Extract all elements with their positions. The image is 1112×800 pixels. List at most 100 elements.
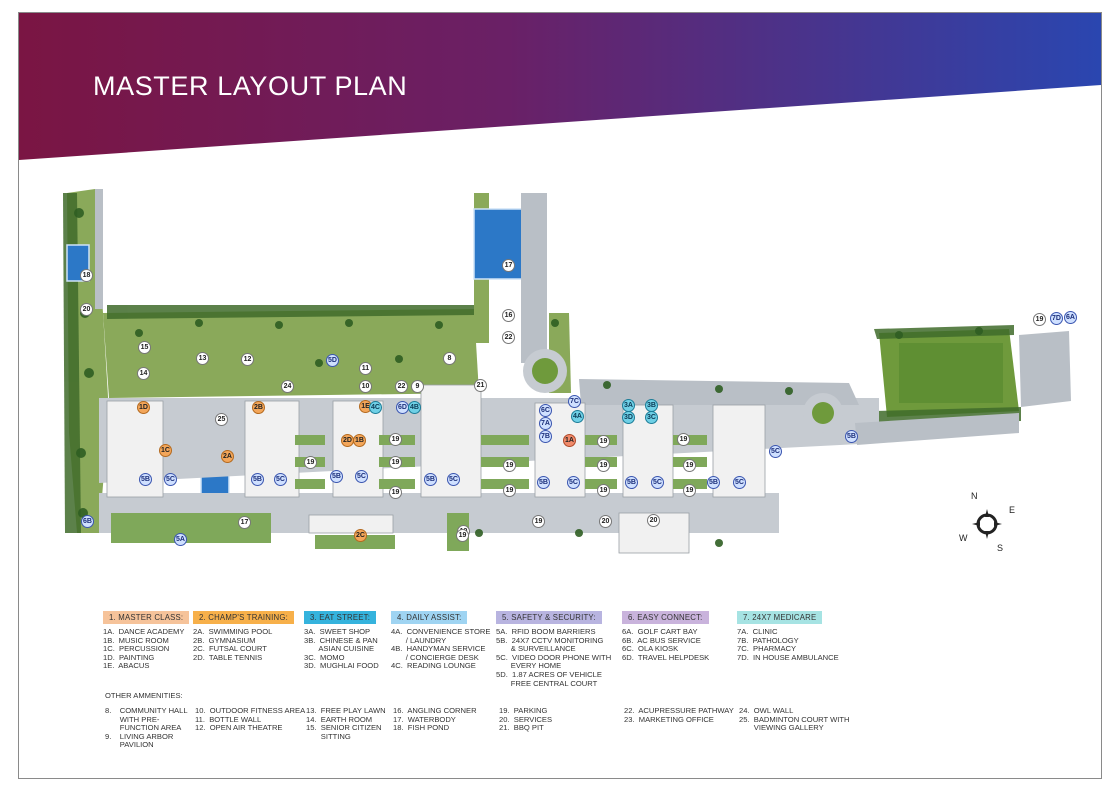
map-label-19: 19 <box>597 435 610 448</box>
other-amenity-item: 16. ANGLING CORNER <box>393 706 477 715</box>
legend-item: 1C. PERCUSSION <box>103 644 170 654</box>
other-amenity-item: 22. ACUPRESSURE PATHWAY <box>624 706 734 715</box>
legend-item: 5D. 1.87 ACRES OF VEHICLE <box>496 669 602 679</box>
map-label-7a: 7A <box>539 417 552 430</box>
legend-heading: 6. EASY CONNECT: <box>622 611 709 624</box>
map-label-3d: 3D <box>622 411 635 424</box>
legend-item: 5C. VIDEO DOOR PHONE WITH <box>496 652 612 662</box>
other-amenity-item: VIEWING GALLERY <box>739 723 824 733</box>
compass-north: N <box>971 491 978 501</box>
legend-item: 6C. OLA KIOSK <box>622 644 679 654</box>
map-label-17: 17 <box>238 516 251 529</box>
legend-item: 2B. GYMNASIUM <box>193 635 256 645</box>
legend-group-4: 4. DAILY ASSIST: 4A. CONVENIENCE STORE / … <box>391 611 490 671</box>
legend-item: 1D. PAINTING <box>103 652 155 662</box>
other-amenity-item: 10. OUTDOOR FITNESS AREA <box>195 706 306 715</box>
map-label-1b: 1B <box>353 434 366 447</box>
legend-item: 5A. RFID BOOM BARRIERS <box>496 627 596 636</box>
other-amenity-item: 23. MARKETING OFFICE <box>624 714 714 724</box>
map-label-21: 21 <box>474 379 487 392</box>
map-label-19: 19 <box>304 456 317 469</box>
legend-group-5: 5. SAFETY & SECURITY:5A. RFID BOOM BARRI… <box>496 611 611 688</box>
map-label-2c: 2C <box>354 529 367 542</box>
map-label-14: 14 <box>137 367 150 380</box>
map-label-19: 19 <box>532 515 545 528</box>
legend-heading: 2. CHAMP'S TRAINING: <box>193 611 294 624</box>
compass-south: S <box>997 543 1004 553</box>
map-label-5b: 5B <box>845 430 858 443</box>
other-amenity-item: 9. LIVING ARBOR <box>105 731 174 741</box>
map-label-7d: 7D <box>1050 312 1063 325</box>
map-label-5a: 5A <box>174 533 187 546</box>
other-amenity-item: 19. PARKING <box>499 706 548 715</box>
map-label-5d: 5D <box>326 354 339 367</box>
map-label-5c: 5C <box>651 476 664 489</box>
legend-item: 2C. FUTSAL COURT <box>193 644 267 654</box>
map-label-4a: 4A <box>571 410 584 423</box>
map-label-6b: 6B <box>81 515 94 528</box>
map-label-10: 10 <box>359 380 372 393</box>
legend-item: 5B. 24X7 CCTV MONITORING <box>496 635 604 645</box>
map-label-20: 20 <box>80 303 93 316</box>
other-amenity-item: 18. FISH POND <box>393 723 450 733</box>
map-label-22: 22 <box>502 331 515 344</box>
map-label-5c: 5C <box>733 476 746 489</box>
site-plan-map <box>63 189 1071 554</box>
map-label-8: 8 <box>443 352 456 365</box>
map-label-12: 12 <box>241 353 254 366</box>
map-label-5c: 5C <box>447 473 460 486</box>
legend-item: FREE CENTRAL COURT <box>496 678 598 688</box>
legend-item: 7D. IN HOUSE AMBULANCE <box>737 652 839 662</box>
map-label-4c: 4C <box>369 401 382 414</box>
other-amenity-item: WITH PRE- <box>105 714 160 724</box>
map-label-20: 20 <box>647 514 660 527</box>
other-amenity-item: 24. OWL WALL <box>739 706 794 715</box>
legend-item: 3C. MOMO <box>304 652 345 662</box>
compass-west: W <box>959 533 968 543</box>
other-amenity-item: 11. BOTTLE WALL <box>195 714 262 724</box>
legend-item: 2D. TABLE TENNIS <box>193 652 263 662</box>
map-label-19: 19 <box>503 459 516 472</box>
legend-item: 3B. CHINESE & PAN <box>304 635 378 645</box>
legend-item: & SURVEILLANCE <box>496 644 576 654</box>
legend-item: 6D. TRAVEL HELPDESK <box>622 652 710 662</box>
map-label-19: 19 <box>503 484 516 497</box>
map-label-19: 19 <box>389 486 402 499</box>
map-label-5b: 5B <box>537 476 550 489</box>
map-label-19: 19 <box>683 459 696 472</box>
map-label-2a: 2A <box>221 450 234 463</box>
map-label-7c: 7C <box>568 395 581 408</box>
map-label-5c: 5C <box>164 473 177 486</box>
other-amenity-item: 12. OPEN AIR THEATRE <box>195 723 283 733</box>
map-label-19: 19 <box>456 529 469 542</box>
legend-item: 4A. CONVENIENCE STORE <box>391 627 491 636</box>
legend-item: 6B. AC BUS SERVICE <box>622 635 701 645</box>
map-label-5c: 5C <box>355 470 368 483</box>
map-label-24: 24 <box>281 380 294 393</box>
legend-item: / LAUNDRY <box>391 635 447 645</box>
legend-heading: 3. EAT STREET: <box>304 611 377 624</box>
map-label-2b: 2B <box>252 401 265 414</box>
other-amenity-item: 15. SENIOR CITIZEN <box>306 723 382 733</box>
map-label-5c: 5C <box>769 445 782 458</box>
map-label-19: 19 <box>389 456 402 469</box>
map-label-5c: 5C <box>274 473 287 486</box>
legend-item: 7A. CLINIC <box>737 627 778 636</box>
legend-item: ASIAN CUISINE <box>304 644 375 654</box>
map-label-1a: 1A <box>563 434 576 447</box>
other-amenity-item: 14. EARTH ROOM <box>306 714 373 724</box>
legend-item: 1B. MUSIC ROOM <box>103 635 169 645</box>
map-label-5b: 5B <box>139 473 152 486</box>
legend-item: 3A. SWEET SHOP <box>304 627 371 636</box>
map-label-6c: 6C <box>539 404 552 417</box>
map-label-19: 19 <box>597 484 610 497</box>
legend-heading: 4. DAILY ASSIST: <box>391 611 468 624</box>
